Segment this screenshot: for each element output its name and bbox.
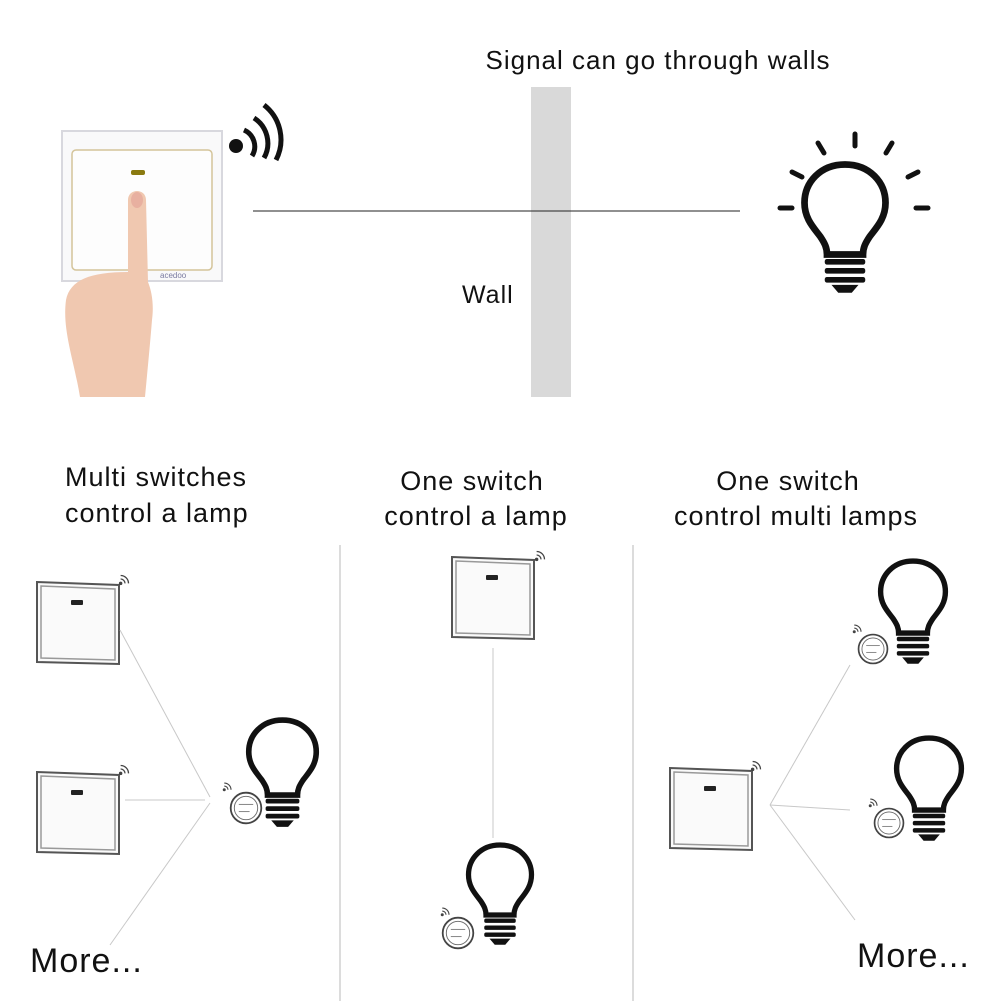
signal-caption: Signal can go through walls <box>485 45 831 75</box>
one-switch-one-lamp-diagram <box>440 550 546 950</box>
column-title-line2: control a lamp <box>65 498 249 528</box>
column-title-line1: Multi switches <box>65 462 248 492</box>
wifi-icon <box>222 782 232 792</box>
receiver-icon <box>441 916 475 950</box>
wifi-icon <box>440 907 450 917</box>
more-label: More... <box>857 937 970 975</box>
bulb-icon <box>469 845 532 945</box>
hand <box>65 191 153 397</box>
multi-switch-diagram <box>36 574 316 946</box>
column-title-line2: control multi lamps <box>673 501 919 531</box>
wireless-signal-icon <box>229 103 284 162</box>
more-label: More... <box>30 942 143 980</box>
wifi-icon <box>118 764 130 776</box>
receiver-icon <box>857 633 889 665</box>
column-title-line1: One switch <box>400 466 544 496</box>
column-title-line2: control a lamp <box>384 501 568 531</box>
switch-icon <box>36 771 120 855</box>
wifi-icon <box>868 798 878 808</box>
brand-logo-text: acedoo <box>160 271 187 280</box>
switch-icon <box>669 767 753 851</box>
receiver-icon <box>229 791 263 825</box>
bulb-icon <box>897 738 962 841</box>
lit-bulb-icon <box>777 131 931 293</box>
wifi-icon <box>852 624 862 634</box>
wifi-icon <box>118 574 130 586</box>
column-title-line1: One switch <box>716 466 860 496</box>
wall-label: Wall <box>462 281 514 309</box>
wall <box>531 87 571 397</box>
receiver-icon <box>873 807 905 839</box>
wifi-icon <box>750 760 762 772</box>
one-switch-multi-lamps-diagram <box>669 561 962 921</box>
wall-switch-photo: acedoo <box>61 130 223 397</box>
switch-icon <box>36 581 120 665</box>
switch-icon <box>451 556 535 640</box>
led-indicator <box>131 170 145 175</box>
bulb-icon <box>881 561 946 664</box>
wifi-icon <box>534 550 546 562</box>
